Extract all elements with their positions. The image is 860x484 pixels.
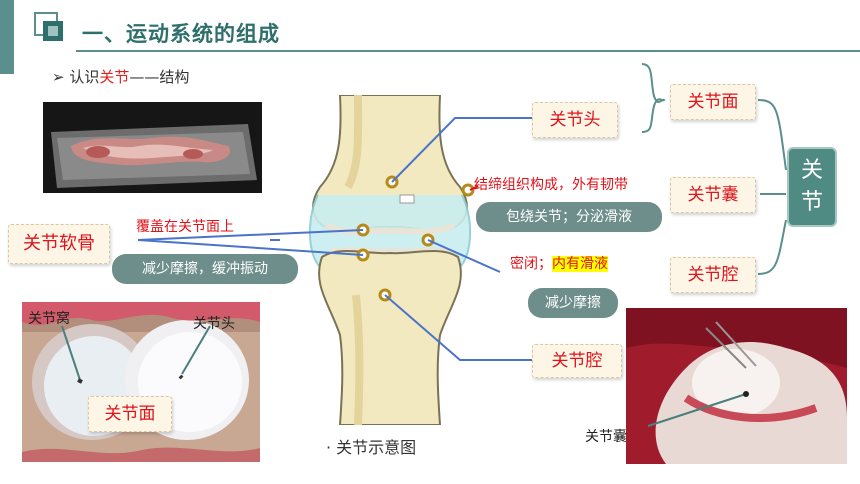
header-accent-bar: [0, 0, 14, 74]
joint-capsule-photo: [626, 308, 847, 464]
bullet-arrow-icon: ➢: [52, 68, 65, 86]
subtitle-prefix: 认识: [69, 68, 100, 86]
photo-label-socket: 关节窝: [28, 311, 70, 327]
joint-socket-photo: [22, 302, 260, 462]
cavity-note: 密闭；内有滑液: [510, 253, 608, 273]
label-joint-cavity: 关节腔: [670, 257, 756, 293]
subtitle: ➢ 认识关节——结构: [52, 66, 189, 87]
cavity-function: 减少摩擦: [528, 288, 618, 318]
cavity-note-prefix: 密闭；: [510, 256, 552, 272]
capsule-function: 包绕关节；分泌滑液: [476, 202, 662, 232]
label-joint-head: 关节头: [532, 102, 618, 138]
label-joint-text: 关节: [800, 158, 823, 215]
label-joint: 关节: [787, 147, 837, 227]
diagram-caption: · 关节示意图: [326, 438, 417, 457]
bone-tray-photo: [43, 102, 262, 193]
label-joint-capsule: 关节囊: [670, 177, 756, 213]
cartilage-note: 覆盖在关节面上: [136, 219, 234, 235]
photo-label-surface: 关节面: [88, 396, 172, 432]
label-joint-surface: 关节面: [670, 84, 756, 120]
subtitle-highlight: 关节: [99, 68, 130, 86]
cartilage-function: 减少摩擦，缓冲振动: [112, 254, 298, 284]
header-logo-icon: [34, 12, 63, 41]
label-cartilage: 关节软骨: [8, 224, 110, 264]
header-divider: [76, 50, 860, 52]
label-joint-cavity-lower: 关节腔: [532, 344, 622, 378]
page-title: 一、运动系统的组成: [82, 22, 280, 46]
photo-label-capsule: 关节囊: [585, 429, 627, 445]
subtitle-suffix: ——结构: [129, 68, 190, 86]
capsule-note: 结缔组织构成，外有韧带: [474, 177, 628, 193]
cavity-note-highlight: 内有滑液: [552, 256, 608, 272]
photo-label-head: 关节头: [193, 316, 235, 332]
